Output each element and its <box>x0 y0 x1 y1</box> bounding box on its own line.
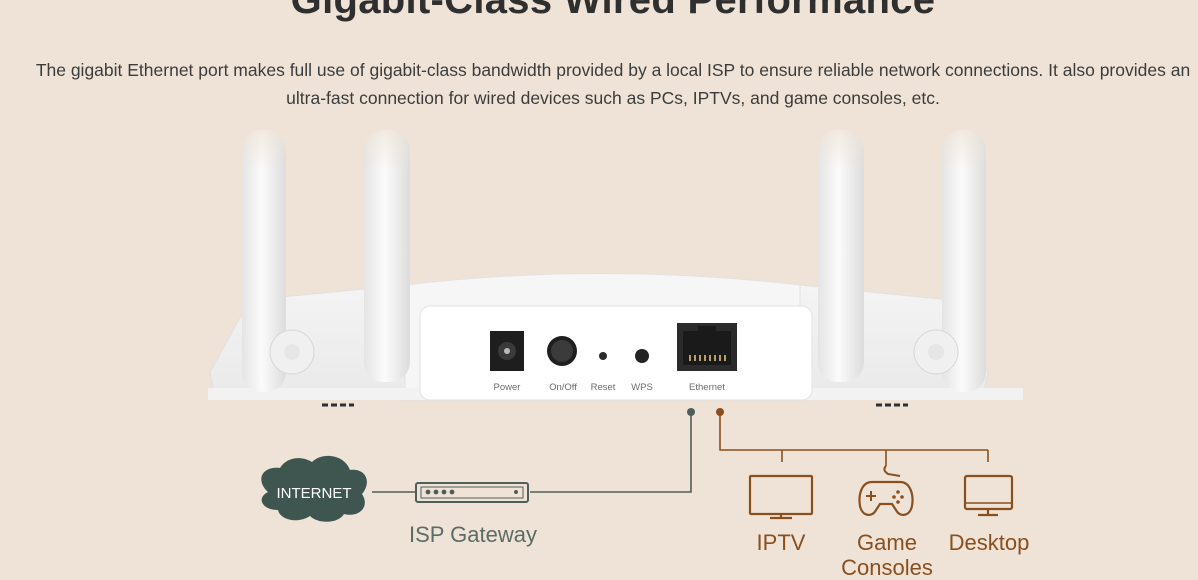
power-label: Power <box>494 382 521 393</box>
iptv-label: IPTV <box>757 530 806 555</box>
gamepad-icon <box>858 465 914 516</box>
antenna-right-outer <box>913 130 986 392</box>
antenna-left-outer <box>242 130 315 392</box>
game-label-line1: Game <box>857 530 917 555</box>
reset-label: Reset <box>591 382 616 393</box>
lan-connection <box>716 408 989 466</box>
wan-connection <box>372 408 695 493</box>
game-label-line2: Consoles <box>841 555 933 580</box>
section-title: Gigabit-Class Wired Performance <box>290 0 936 22</box>
power-port: Power <box>490 331 524 393</box>
wps-label: WPS <box>631 382 653 393</box>
reset-pinhole: Reset <box>591 352 616 393</box>
onoff-label: On/Off <box>549 382 577 393</box>
cloud-icon <box>261 455 367 522</box>
tv-icon <box>748 474 814 520</box>
router: Power On/Off Reset WPS Ethernet <box>208 112 1023 407</box>
antenna-left-inner <box>364 130 410 382</box>
gateway-label: ISP Gateway <box>409 522 537 547</box>
section-description: The gigabit Ethernet port makes full use… <box>35 60 1191 108</box>
desktop-label: Desktop <box>949 530 1030 555</box>
ethernet-port: Ethernet <box>677 323 737 393</box>
onoff-button: On/Off <box>547 336 577 393</box>
internet-label: INTERNET <box>277 485 352 502</box>
wps-button: WPS <box>631 349 653 393</box>
ethernet-label: Ethernet <box>689 382 725 393</box>
antenna-right-inner <box>818 130 864 382</box>
gateway-icon <box>415 482 529 503</box>
monitor-icon <box>963 474 1014 517</box>
rear-panel <box>419 305 813 401</box>
